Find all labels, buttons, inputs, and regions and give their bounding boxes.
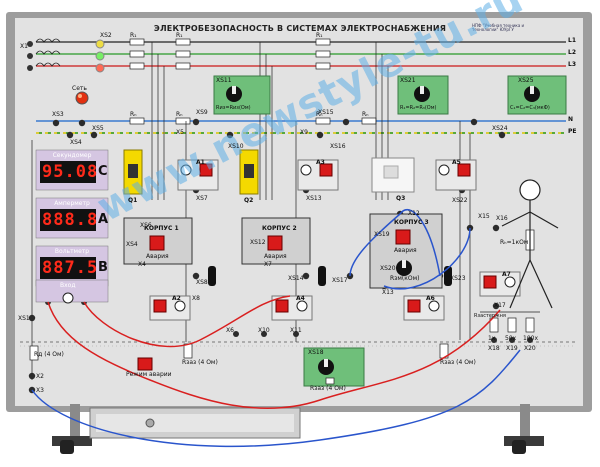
enclosure-1[interactable] <box>123 217 193 265</box>
xs2-lamp-l1 <box>95 39 105 49</box>
xs14-knob-icon[interactable] <box>318 266 326 286</box>
breaker-q1[interactable] <box>123 149 143 195</box>
instrument-column <box>35 149 109 303</box>
enclosure-3[interactable] <box>369 213 443 289</box>
input-coils <box>35 38 61 67</box>
enclosure-2[interactable] <box>241 217 311 265</box>
stand-leg-right <box>520 404 530 444</box>
human-figure-icon <box>501 179 559 309</box>
xs2-lamp-l2 <box>95 51 105 61</box>
breaker-q2[interactable] <box>239 149 259 195</box>
stand-wheel-left <box>60 440 74 454</box>
network-lamp <box>75 91 89 105</box>
xs2-lamp-l3 <box>95 63 105 73</box>
fault-mode-button[interactable] <box>137 357 153 371</box>
xs11-block[interactable] <box>213 75 271 115</box>
xs25-block[interactable] <box>507 75 567 115</box>
earth-resistors <box>29 343 449 385</box>
volt-input-icon[interactable] <box>62 292 74 304</box>
bus-lines <box>20 41 575 347</box>
stand-leg-left <box>70 404 80 444</box>
rbody-resistors <box>480 311 540 333</box>
drawer-lock-icon[interactable] <box>145 418 155 428</box>
patch-cords[interactable] <box>31 209 521 448</box>
breaker-q3[interactable] <box>371 157 415 193</box>
xs8-knob-icon[interactable] <box>208 266 216 286</box>
network-lamp-shine <box>78 94 82 98</box>
bus-resistors <box>129 38 377 125</box>
xs23-knob-icon[interactable] <box>444 266 452 286</box>
stand-wheel-right <box>512 440 526 454</box>
xs21-block[interactable] <box>397 75 449 115</box>
ammeter-blocks[interactable] <box>149 159 521 321</box>
panel-face <box>15 18 583 406</box>
drawer-front <box>96 414 294 432</box>
